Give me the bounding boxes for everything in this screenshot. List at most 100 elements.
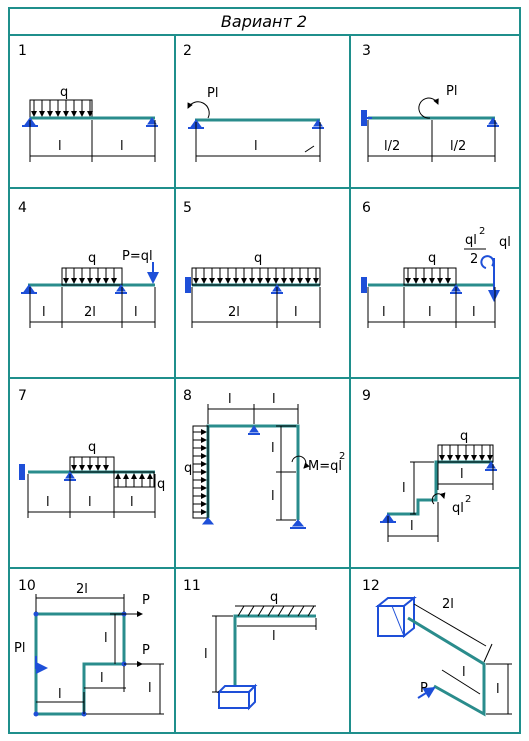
cell-number: 6 bbox=[362, 200, 371, 216]
dimension-lines bbox=[413, 603, 512, 715]
span-label: l bbox=[254, 139, 258, 154]
span-label: l bbox=[120, 139, 124, 154]
force-label: P bbox=[142, 643, 150, 658]
problem-7: 7 q q bbox=[18, 388, 165, 518]
span-label: l bbox=[472, 305, 476, 320]
span-label: l bbox=[42, 305, 46, 320]
distributed-load bbox=[403, 267, 457, 286]
force-arrow-icon bbox=[417, 686, 436, 699]
cell-number: 7 bbox=[18, 388, 27, 404]
span-label: l bbox=[134, 305, 138, 320]
dimension-lines bbox=[29, 287, 156, 328]
dimension-lines bbox=[191, 287, 321, 328]
span-label: l bbox=[460, 467, 464, 482]
frame bbox=[206, 424, 300, 520]
distributed-load bbox=[192, 425, 209, 519]
span-label: l bbox=[294, 305, 298, 320]
fixed-support-icon bbox=[361, 277, 367, 293]
load-label: q bbox=[88, 251, 96, 266]
cell-number: 12 bbox=[362, 578, 380, 594]
span-label: l bbox=[271, 441, 275, 456]
span-label: 2l bbox=[442, 597, 454, 612]
moment-label: Pl bbox=[14, 641, 25, 656]
cell-number: 1 bbox=[18, 43, 27, 59]
span-label: l bbox=[148, 681, 152, 696]
frame bbox=[233, 614, 316, 690]
load-label: q bbox=[157, 477, 165, 492]
fixed-support-icon bbox=[361, 110, 372, 126]
dimension-lines bbox=[27, 474, 156, 518]
cell-number: 5 bbox=[183, 200, 192, 216]
span-label: l bbox=[204, 647, 208, 662]
pin-support-icon bbox=[290, 519, 306, 529]
force-label: P=ql bbox=[122, 249, 153, 264]
pin-support-icon bbox=[21, 284, 37, 294]
distributed-load bbox=[113, 471, 155, 488]
problem-11: 11 q l l bbox=[183, 578, 317, 711]
cell-number: 3 bbox=[362, 43, 371, 59]
span-label: l bbox=[402, 481, 406, 496]
moment-fraction: ql 2 2 bbox=[464, 226, 486, 267]
dimension-lines bbox=[35, 594, 164, 715]
dimension-lines bbox=[195, 122, 321, 162]
span-label: l bbox=[58, 139, 62, 154]
roller-support-icon bbox=[146, 117, 158, 127]
problem-1: 1 q l l bbox=[18, 43, 158, 162]
load-label: q bbox=[460, 429, 468, 444]
fixed-support-icon bbox=[19, 464, 25, 480]
cell-number: 8 bbox=[183, 388, 192, 404]
span-label: l bbox=[58, 687, 62, 702]
problem-8: 8 q M=ql 2 bbox=[183, 388, 345, 529]
dimension-lines bbox=[29, 120, 156, 162]
moment-arrow-icon bbox=[35, 656, 48, 674]
span-label: l bbox=[382, 305, 386, 320]
cell-number: 4 bbox=[18, 200, 27, 216]
frame bbox=[407, 616, 486, 717]
moment-denominator: 2 bbox=[470, 252, 478, 267]
span-label: l bbox=[228, 392, 232, 407]
span-label: l/2 bbox=[384, 139, 400, 154]
moment-exponent: 2 bbox=[479, 226, 485, 237]
cell-number: 11 bbox=[183, 578, 201, 594]
distributed-load bbox=[29, 99, 93, 119]
fixed-support-icon bbox=[185, 277, 191, 293]
span-label: 2l bbox=[84, 305, 96, 320]
load-label: q bbox=[270, 590, 278, 605]
dimension-lines bbox=[387, 461, 494, 542]
distributed-load bbox=[191, 267, 321, 286]
dimension-lines bbox=[367, 120, 496, 162]
distributed-load bbox=[69, 456, 115, 473]
problem-4: 4 q P=ql l 2l bbox=[18, 200, 159, 328]
span-label: l bbox=[46, 495, 50, 510]
span-label: l bbox=[272, 392, 276, 407]
span-label: l bbox=[130, 495, 134, 510]
cell-number: 2 bbox=[183, 43, 192, 59]
roller-support-icon bbox=[115, 284, 127, 294]
span-label: l bbox=[88, 495, 92, 510]
distributed-load bbox=[61, 267, 123, 286]
problem-10: 10 P P Pl 2l l l l l bbox=[14, 578, 164, 717]
load-label: q bbox=[88, 440, 96, 455]
problem-2: 2 Pl l bbox=[183, 43, 324, 162]
moment-arrow-icon bbox=[291, 455, 310, 469]
moment-arrow-icon bbox=[480, 255, 495, 269]
joint-icon bbox=[33, 611, 39, 617]
distributed-load bbox=[437, 444, 494, 463]
force-label: P bbox=[142, 593, 150, 608]
moment-exponent: 2 bbox=[465, 494, 471, 505]
joint-icon bbox=[33, 711, 39, 717]
dimension-lines bbox=[207, 404, 299, 521]
cell-number: 10 bbox=[18, 578, 36, 594]
distributed-load bbox=[235, 605, 316, 617]
problem-9: 9 q ql 2 bbox=[362, 388, 497, 542]
moment-arrow-icon bbox=[187, 101, 210, 119]
moment-numerator: ql bbox=[465, 233, 477, 248]
span-label: l bbox=[410, 519, 414, 534]
load-label: q bbox=[428, 251, 436, 266]
cell-number: 9 bbox=[362, 388, 371, 404]
moment-label: M=ql bbox=[308, 459, 342, 474]
frame-grid bbox=[8, 7, 521, 734]
moment-label: ql bbox=[452, 501, 464, 516]
span-label: l bbox=[100, 671, 104, 686]
